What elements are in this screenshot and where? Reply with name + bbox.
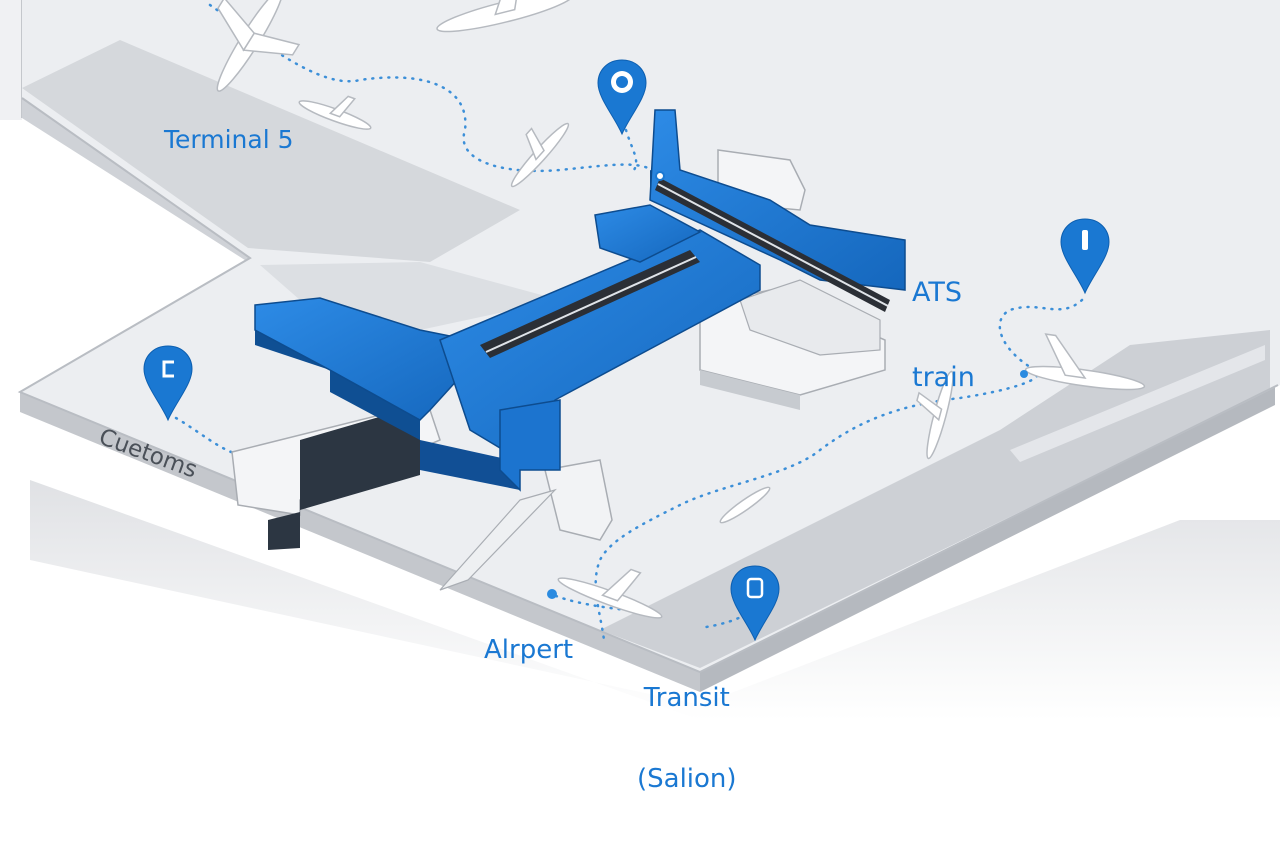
plane-right-2 — [916, 370, 954, 460]
ats-upper-branch — [594, 204, 702, 263]
ats-label-line2: train — [912, 361, 975, 393]
platform-side-top — [22, 98, 248, 262]
runway-upper — [22, 40, 520, 262]
airport-map: Terminal 5 ATS train Cuetoms Alrpert Tra… — [0, 0, 1280, 793]
terminal-label: Terminal 5 — [164, 125, 294, 154]
aircraft-group — [216, 0, 1146, 619]
location-pin-icon[interactable] — [597, 59, 647, 136]
route-terminal-to-ats — [208, 3, 657, 174]
ats-lower-arm — [499, 399, 561, 492]
transit-label-line1: Transit — [643, 682, 730, 713]
route-right — [594, 298, 1084, 642]
map-canvas — [0, 0, 1280, 720]
platform-side-right — [700, 385, 1275, 692]
rail-tracks — [480, 178, 890, 358]
plane-top-center — [436, 0, 574, 33]
route-customs — [174, 416, 242, 457]
route-bottom-pin — [698, 608, 754, 630]
location-pin-icon[interactable] — [1060, 218, 1110, 295]
platform-side-left — [20, 392, 700, 692]
ats-center-spine — [439, 229, 761, 462]
runway-middle — [260, 262, 560, 330]
marker-dot — [655, 171, 665, 181]
marker-dot — [1020, 370, 1028, 378]
runway-right-stripe — [1010, 345, 1265, 462]
edge-pole — [0, 0, 22, 120]
route-paths — [174, 3, 1084, 642]
location-pin-icon[interactable] — [730, 565, 780, 642]
transit-label-line2: (Salion) — [637, 764, 737, 795]
platform-shadow — [30, 480, 1280, 720]
ats-train-structure — [254, 109, 906, 492]
plane-right-1 — [1024, 333, 1146, 391]
plane-bottom — [557, 568, 663, 619]
route-top-pin — [624, 128, 638, 172]
plane-mid-upper — [510, 122, 570, 188]
plane-lower-mid — [719, 486, 771, 524]
transit-station-label: Transit (Salion) — [637, 630, 737, 848]
plane-top-left — [216, 0, 301, 92]
map-pins[interactable] — [143, 59, 1110, 642]
plane-left-upper — [298, 95, 372, 130]
marker-dot — [547, 589, 557, 599]
location-pin-icon[interactable] — [143, 345, 193, 422]
airport-label: Alrpert — [484, 635, 574, 665]
route-airport — [554, 594, 652, 614]
ats-train-label: ATS train — [912, 222, 975, 449]
ats-label-line1: ATS — [912, 276, 963, 308]
ats-right-wing — [649, 109, 906, 291]
